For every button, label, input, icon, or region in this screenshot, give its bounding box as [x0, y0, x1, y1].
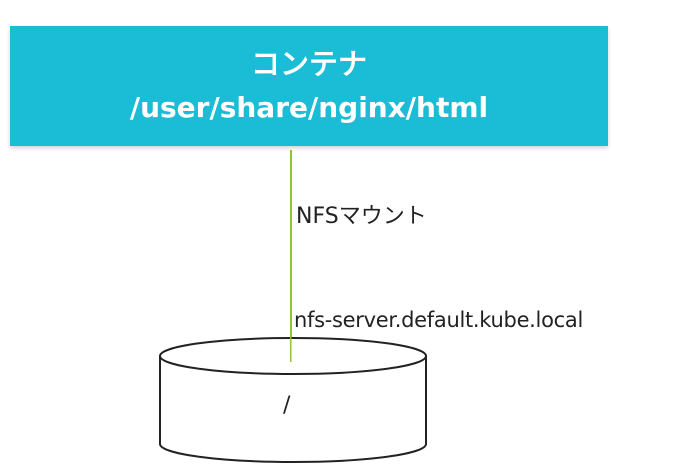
connector-label: NFSマウント — [296, 204, 427, 229]
container-node: コンテナ /user/share/nginx/html — [10, 26, 608, 146]
container-title: コンテナ — [250, 47, 367, 81]
nfs-mount-connector — [290, 150, 292, 362]
cylinder-body — [159, 356, 427, 463]
cylinder-top — [159, 337, 427, 375]
storage-cylinder-icon — [159, 330, 427, 463]
storage-root-path: / — [283, 393, 291, 418]
container-path: /user/share/nginx/html — [129, 91, 489, 124]
nfs-server-label: nfs-server.default.kube.local — [294, 308, 583, 332]
